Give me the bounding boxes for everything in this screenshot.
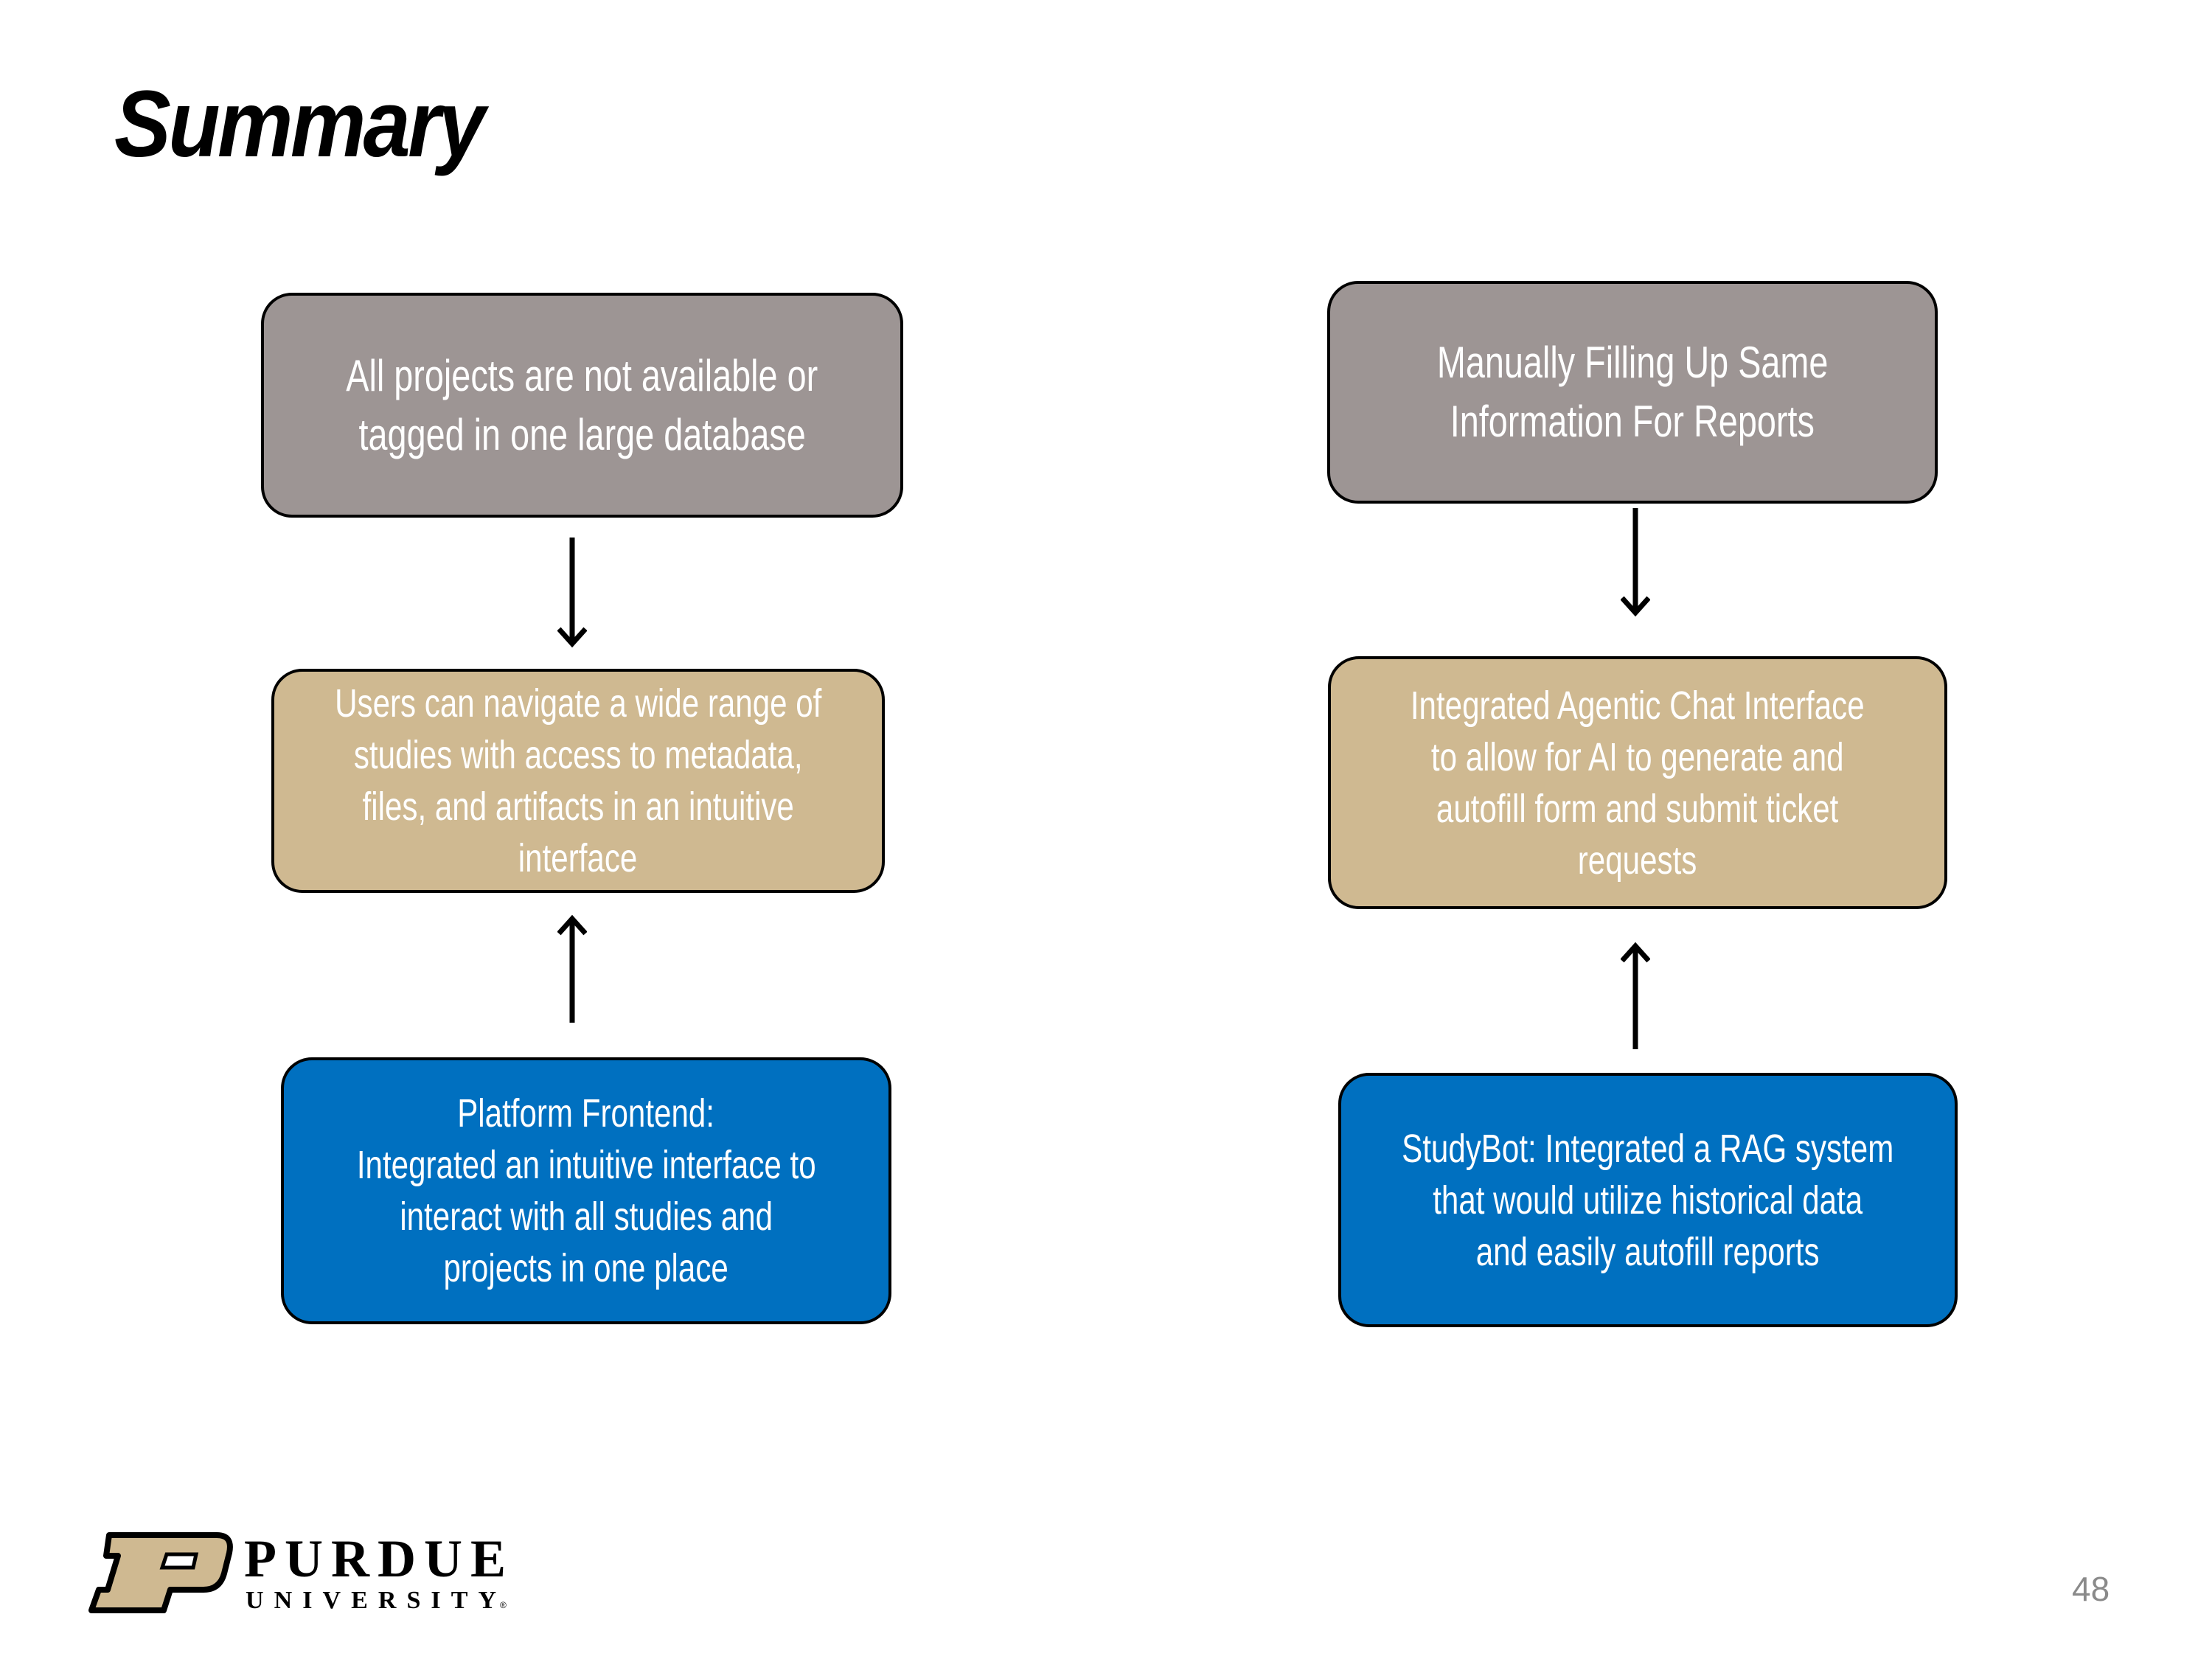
svg-text:®: ®: [500, 1600, 507, 1610]
right-solution-box: StudyBot: Integrated a RAG system that w…: [1338, 1073, 1958, 1327]
box-text: Manually Filling Up Same: [1436, 338, 1829, 387]
left-problem-box: All projects are not available or tagged…: [261, 293, 903, 518]
right-outcome-box: Integrated Agentic Chat Interface to all…: [1328, 656, 1947, 909]
arrow-down-icon: [1621, 508, 1650, 617]
box-text: files, and artifacts in an intuitive: [362, 785, 794, 829]
box-text: Users can navigate a wide range of: [334, 681, 822, 726]
box-text: studies with access to metadata,: [353, 733, 803, 777]
box-text: Integrated an intuitive interface to: [356, 1143, 816, 1187]
box-text: and easily autofill reports: [1476, 1229, 1820, 1274]
arrow-up-icon: [557, 914, 587, 1023]
box-text: to allow for AI to generate and: [1431, 734, 1844, 779]
box-text: interact with all studies and: [400, 1194, 773, 1239]
box-text: Integrated Agentic Chat Interface: [1411, 683, 1865, 728]
box-text: tagged in one large database: [358, 409, 806, 459]
arrow-up-icon: [1621, 942, 1650, 1049]
logo-sub: UNIVERSITY: [246, 1587, 496, 1614]
left-solution-box: Platform Frontend: Integrated an intuiti…: [281, 1057, 891, 1324]
box-text: StudyBot: Integrated a RAG system: [1402, 1126, 1894, 1171]
box-text: Information For Reports: [1450, 397, 1815, 446]
box-text: All projects are not available or: [346, 350, 818, 400]
arrow-down-icon: [557, 538, 587, 648]
box-text: projects in one place: [443, 1246, 729, 1290]
box-text: interface: [518, 836, 638, 880]
logo-name: PURDUE: [244, 1531, 506, 1588]
box-text: that would utilize historical data: [1433, 1178, 1863, 1222]
box-text: Platform Frontend:: [457, 1091, 715, 1135]
purdue-logo: PURDUE UNIVERSITY ®: [88, 1531, 507, 1614]
slide-title: Summary: [114, 72, 485, 177]
box-text: requests: [1578, 838, 1697, 883]
left-outcome-box: Users can navigate a wide range of studi…: [271, 669, 885, 893]
box-text: autofill form and submit ticket: [1436, 786, 1839, 831]
page-number: 48: [2072, 1570, 2110, 1608]
right-problem-box: Manually Filling Up Same Information For…: [1327, 281, 1938, 504]
purdue-p-icon: [88, 1532, 233, 1613]
